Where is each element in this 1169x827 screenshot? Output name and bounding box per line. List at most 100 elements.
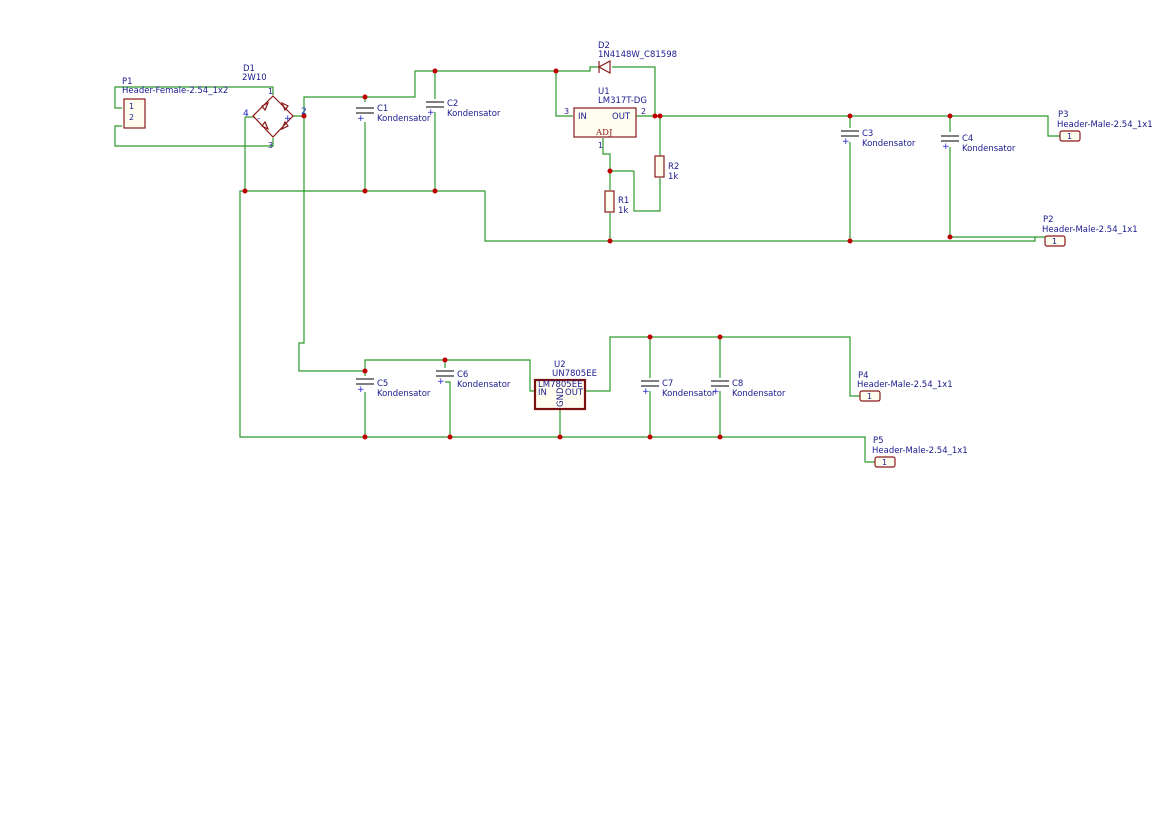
plus-icon: + xyxy=(357,385,365,395)
wire xyxy=(556,66,598,72)
regulator-u1[interactable]: U1 LM317T-DG IN OUT ADJ 3 2 1 xyxy=(564,87,647,150)
d1-pin-left: 4 xyxy=(243,109,249,119)
junction-dot xyxy=(432,188,438,194)
c4-value: Kondensator xyxy=(962,144,1016,154)
junction-dot xyxy=(717,334,723,340)
junction-dot xyxy=(447,434,453,440)
junction-dot xyxy=(301,113,307,119)
junction-dot xyxy=(647,434,653,440)
u2-in-label: IN xyxy=(538,388,547,398)
c5-ref: C5 xyxy=(377,379,388,389)
u1-in-label: IN xyxy=(578,112,587,122)
connector-p3[interactable]: P3 Header-Male-2.54_1x1 1 xyxy=(1057,110,1153,142)
resistor-r2[interactable]: R2 1k xyxy=(654,155,679,182)
diode-icon xyxy=(280,120,289,131)
capacitor-c4[interactable]: + C4 Kondensator xyxy=(941,134,1016,154)
c8-value: Kondensator xyxy=(732,389,786,399)
d2-value: 1N4148W_C81598 xyxy=(598,50,677,60)
p4-pin: 1 xyxy=(867,392,872,401)
wire xyxy=(612,66,656,116)
junction-dot xyxy=(362,368,368,374)
p4-body xyxy=(859,390,881,402)
junction-dot xyxy=(847,113,853,119)
p1-body xyxy=(123,98,146,129)
connector-p2[interactable]: P2 Header-Male-2.54_1x1 1 xyxy=(1042,215,1138,247)
junctions xyxy=(242,68,953,440)
wire xyxy=(298,116,365,372)
r2-body xyxy=(654,155,665,178)
connector-p4[interactable]: P4 Header-Male-2.54_1x1 1 xyxy=(857,371,953,402)
c3-value: Kondensator xyxy=(862,139,916,149)
wire xyxy=(949,147,1035,238)
c2-ref: C2 xyxy=(447,99,458,109)
resistor-r1[interactable]: R1 1k xyxy=(604,190,629,216)
diode-icon xyxy=(261,120,270,131)
u1-out-label: OUT xyxy=(612,112,631,122)
p3-body xyxy=(1059,130,1081,142)
p2-ref: P2 xyxy=(1043,215,1054,225)
junction-dot xyxy=(652,113,658,119)
wire xyxy=(365,70,556,98)
junction-dot xyxy=(607,168,613,174)
wire xyxy=(602,138,634,172)
diode-d2[interactable]: D2 1N4148W_C81598 xyxy=(597,41,677,75)
regulator-u2[interactable]: U2 UN7805EE LM7805EE IN OUT GND xyxy=(533,360,597,411)
p2-pin: 1 xyxy=(1052,237,1057,246)
connector-p5[interactable]: P5 Header-Male-2.54_1x1 1 xyxy=(872,436,968,468)
u1-pin-in: 3 xyxy=(564,107,569,116)
connector-p1[interactable]: P1 Header-Female-2.54_1x2 1 2 xyxy=(122,77,228,129)
wire xyxy=(292,96,365,117)
p3-value: Header-Male-2.54_1x1 xyxy=(1057,120,1153,130)
r1-ref: R1 xyxy=(618,196,629,206)
c2-value: Kondensator xyxy=(447,109,501,119)
d1-ref: D1 xyxy=(243,64,255,74)
c6-value: Kondensator xyxy=(457,380,511,390)
plus-icon: + xyxy=(842,137,850,147)
u2-ref: U2 xyxy=(554,360,566,370)
plus-icon: + xyxy=(942,142,950,152)
p1-value: Header-Female-2.54_1x2 xyxy=(122,86,228,96)
capacitor-c2[interactable]: + C2 Kondensator xyxy=(426,99,501,119)
p5-ref: P5 xyxy=(873,436,884,446)
c8-ref: C8 xyxy=(732,379,743,389)
diode-icon xyxy=(261,101,270,112)
d1-pin-top: 1 xyxy=(268,87,273,96)
r2-ref: R2 xyxy=(668,162,679,172)
diode-icon xyxy=(280,101,289,112)
p4-ref: P4 xyxy=(858,371,869,381)
junction-dot xyxy=(657,113,663,119)
junction-dot xyxy=(362,94,368,100)
d1-pin-right: 2 xyxy=(301,107,307,117)
plus-icon: + xyxy=(712,387,720,397)
junction-dot xyxy=(557,434,563,440)
capacitor-c6[interactable]: + C6 Kondensator xyxy=(436,370,511,390)
p3-ref: P3 xyxy=(1058,110,1069,120)
junction-dot xyxy=(553,68,559,74)
capacitor-c3[interactable]: + C3 Kondensator xyxy=(841,129,916,149)
r1-body xyxy=(604,190,615,213)
capacitor-c7[interactable]: + C7 Kondensator xyxy=(641,379,716,399)
wire xyxy=(555,71,573,117)
junction-dot xyxy=(947,234,953,240)
r1-value: 1k xyxy=(618,206,628,216)
u2-value: LM7805EE xyxy=(538,380,582,390)
bridge-rectifier-d1[interactable]: D1 2W10 4 2 1 3 - + xyxy=(242,64,307,150)
d1-value: 2W10 xyxy=(242,73,267,83)
d1-outline xyxy=(252,95,294,138)
capacitor-c8[interactable]: + C8 Kondensator xyxy=(711,379,786,399)
plus-icon: + xyxy=(642,387,650,397)
capacitor-c5[interactable]: + C5 Kondensator xyxy=(356,378,431,399)
u2-gnd-label: GND xyxy=(556,387,566,407)
junction-dot xyxy=(607,238,613,244)
p5-pin: 1 xyxy=(882,458,887,467)
junction-dot xyxy=(242,188,248,194)
d1-pin-bottom: 3 xyxy=(268,141,273,150)
junction-dot xyxy=(432,68,438,74)
u1-body xyxy=(573,107,637,138)
u2-overlap-label: UN7805EE xyxy=(552,369,597,379)
capacitor-c1[interactable]: + C1 Kondensator xyxy=(356,104,431,124)
u1-value: LM317T-DG xyxy=(598,96,647,106)
c7-value: Kondensator xyxy=(662,389,716,399)
junction-dot xyxy=(717,434,723,440)
c3-ref: C3 xyxy=(862,129,873,139)
